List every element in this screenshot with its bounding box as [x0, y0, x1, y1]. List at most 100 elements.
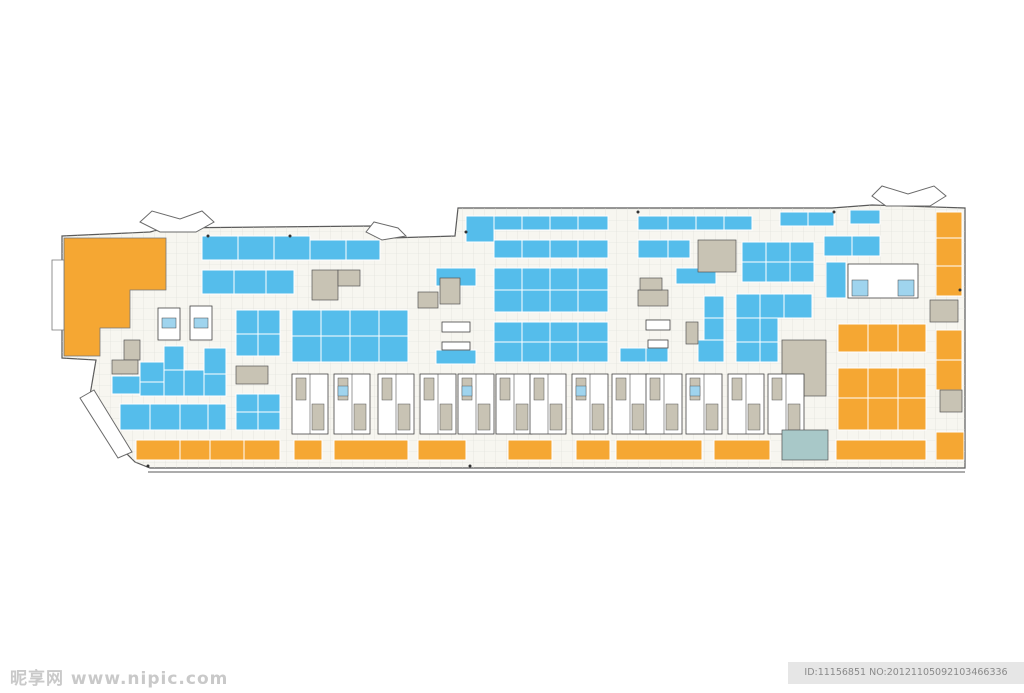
- unit-block: [529, 373, 567, 435]
- service-core: [311, 269, 339, 301]
- shop-unit: [789, 241, 815, 263]
- shop-unit: [521, 267, 551, 291]
- shop-unit: [549, 341, 579, 363]
- unit-block: [457, 373, 495, 435]
- shop-unit: [577, 341, 609, 363]
- service-core: [417, 291, 439, 309]
- shop-unit: [111, 375, 141, 395]
- shop-unit: [851, 235, 881, 257]
- shop-unit: [179, 439, 211, 461]
- shop-unit: [378, 335, 409, 363]
- shop-unit: [837, 367, 869, 399]
- shop-unit: [867, 323, 899, 353]
- shop-unit: [789, 261, 815, 283]
- unit-block: [495, 373, 533, 435]
- unit-block: [645, 373, 683, 435]
- shop-unit: [243, 439, 281, 461]
- shop-unit: [235, 411, 259, 431]
- escalators: [441, 319, 671, 351]
- service-core: [439, 277, 461, 305]
- entrance-canopy: [79, 389, 133, 459]
- shop-unit: [935, 329, 963, 361]
- shop-unit: [577, 267, 609, 291]
- shop-unit: [695, 215, 725, 231]
- shop-unit: [417, 439, 467, 461]
- shop-unit: [521, 341, 551, 363]
- unit-block: [611, 373, 649, 435]
- shop-unit: [163, 345, 185, 371]
- unit-block: [377, 373, 415, 435]
- shop-unit: [735, 293, 761, 319]
- shop-unit: [521, 215, 551, 231]
- shop-unit: [935, 237, 963, 267]
- shop-unit: [577, 215, 609, 231]
- entrance-canopy: [365, 221, 408, 241]
- shop-unit: [291, 335, 322, 363]
- shop-unit: [521, 289, 551, 313]
- shop-unit: [549, 239, 579, 259]
- shop-unit: [619, 347, 647, 363]
- shop-unit: [765, 241, 791, 263]
- shop-unit: [493, 267, 523, 291]
- shop-unit: [237, 235, 275, 261]
- shop-unit: [935, 265, 963, 297]
- shop-unit: [257, 393, 281, 413]
- shop-unit: [759, 341, 779, 363]
- shop-unit: [119, 403, 151, 431]
- shop-unit: [135, 439, 181, 461]
- shop-unit: [201, 269, 235, 295]
- columns: [146, 210, 962, 468]
- shop-unit: [209, 439, 245, 461]
- shop-unit: [291, 309, 322, 337]
- shop-unit: [273, 235, 311, 261]
- shop-unit: [765, 261, 791, 283]
- shop-unit: [735, 341, 761, 363]
- shop-unit: [521, 239, 551, 259]
- anchor-store: [51, 237, 167, 357]
- blue-shop-units: [111, 209, 881, 431]
- entrance-canopy: [871, 185, 947, 207]
- unit-block: [333, 373, 371, 435]
- shop-unit: [703, 295, 725, 319]
- lobby: [781, 429, 829, 461]
- shop-unit: [645, 347, 669, 363]
- shop-unit: [257, 411, 281, 431]
- shop-unit: [823, 235, 853, 257]
- shop-unit: [577, 239, 609, 259]
- shop-unit: [378, 309, 409, 337]
- shop-unit: [615, 439, 703, 461]
- shop-unit: [867, 397, 899, 431]
- unit-row: [291, 373, 805, 435]
- shop-unit: [345, 239, 381, 261]
- shop-unit: [201, 235, 239, 261]
- shop-unit: [493, 239, 523, 259]
- shop-unit: [723, 215, 753, 231]
- service-core: [929, 299, 959, 323]
- shop-unit: [577, 321, 609, 343]
- shop-unit: [349, 335, 380, 363]
- shop-unit: [825, 261, 847, 299]
- shop-unit: [235, 309, 259, 335]
- shop-unit: [493, 321, 523, 343]
- service-core: [685, 321, 699, 345]
- shop-unit: [163, 369, 185, 397]
- shop-unit: [507, 439, 553, 461]
- shop-unit: [203, 347, 227, 375]
- shop-unit: [549, 267, 579, 291]
- shop-unit: [897, 397, 927, 431]
- shop-unit: [783, 293, 813, 319]
- shop-unit: [807, 211, 835, 227]
- shop-unit: [713, 439, 771, 461]
- shop-unit: [493, 341, 523, 363]
- shop-unit: [549, 321, 579, 343]
- service-core: [939, 389, 963, 413]
- shop-unit: [183, 369, 205, 397]
- shop-unit: [741, 241, 767, 263]
- escalator: [441, 321, 471, 333]
- watermark-id: ID:11156851 NO:20121105092103466336: [788, 662, 1024, 684]
- shop-unit: [741, 261, 767, 283]
- shop-unit: [235, 333, 259, 357]
- unit-block: [767, 373, 805, 435]
- shop-unit: [849, 209, 881, 225]
- shop-unit: [233, 269, 267, 295]
